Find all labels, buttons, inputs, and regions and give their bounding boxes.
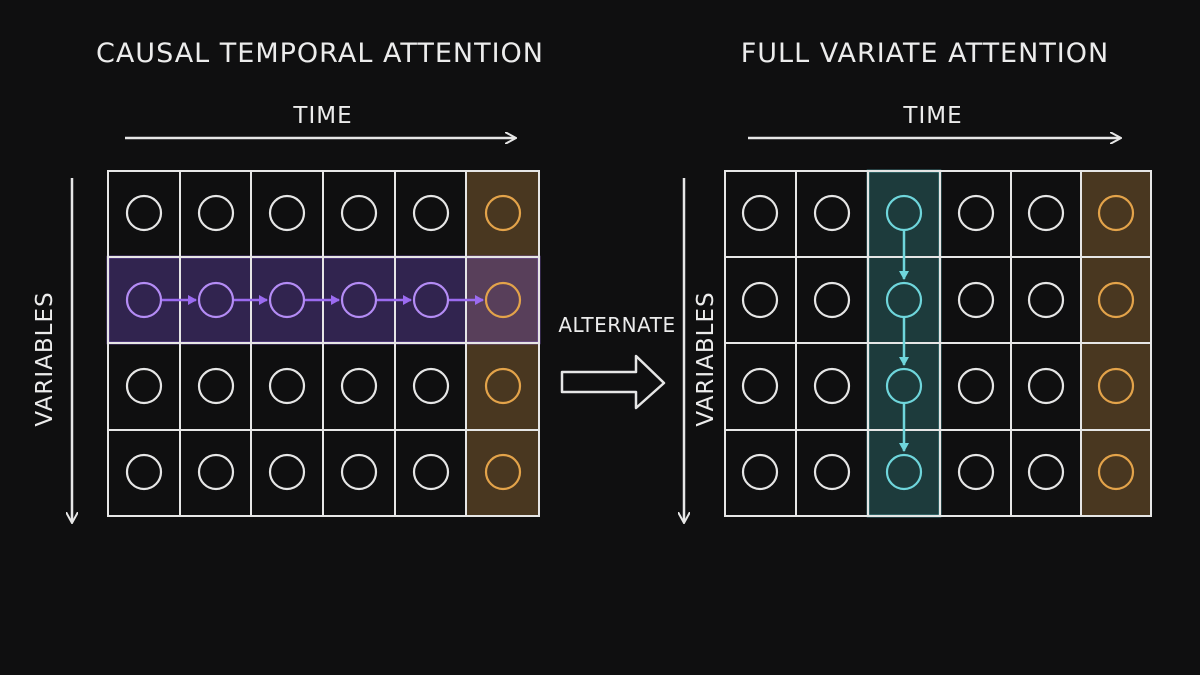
- right-panel-title: FULL VARIATE ATTENTION: [740, 38, 1110, 69]
- right-grid: [724, 170, 1152, 517]
- left-node-attended: [268, 281, 306, 319]
- right-node: [741, 367, 779, 405]
- right-node: [741, 453, 779, 491]
- left-node: [197, 453, 235, 491]
- right-node: [957, 281, 995, 319]
- right-time-label: TIME: [902, 103, 962, 129]
- left-node: [268, 367, 306, 405]
- left-variables-label: VARIABLES: [32, 291, 58, 426]
- left-node: [125, 194, 163, 232]
- right-node: [741, 281, 779, 319]
- right-node-current: [1097, 367, 1135, 405]
- left-node-attended: [197, 281, 235, 319]
- left-node: [412, 194, 450, 232]
- right-node-current: [1097, 453, 1135, 491]
- right-node: [957, 367, 995, 405]
- left-node: [125, 367, 163, 405]
- left-node: [268, 194, 306, 232]
- right-node-current: [1097, 281, 1135, 319]
- left-node: [197, 367, 235, 405]
- right-node-attended: [885, 453, 923, 491]
- right-node-attended: [885, 367, 923, 405]
- right-node: [1027, 367, 1065, 405]
- left-node-attended: [340, 281, 378, 319]
- left-node: [268, 453, 306, 491]
- right-node: [741, 194, 779, 232]
- left-grid: [107, 170, 540, 517]
- left-node: [412, 453, 450, 491]
- right-node-attended: [885, 281, 923, 319]
- left-time-label: TIME: [292, 103, 352, 129]
- left-node-current: [484, 281, 522, 319]
- right-node: [1027, 281, 1065, 319]
- left-node-current: [484, 453, 522, 491]
- right-node: [813, 194, 851, 232]
- right-node: [1027, 453, 1065, 491]
- alternate-block-arrow: [560, 354, 666, 410]
- left-node: [340, 453, 378, 491]
- right-node: [957, 453, 995, 491]
- right-node: [813, 367, 851, 405]
- left-node-current: [484, 367, 522, 405]
- right-node-current: [1097, 194, 1135, 232]
- left-node: [197, 194, 235, 232]
- right-node-attended: [885, 194, 923, 232]
- right-node: [813, 453, 851, 491]
- left-nodes: [125, 194, 522, 491]
- right-nodes: [741, 194, 1135, 491]
- right-node: [957, 194, 995, 232]
- alternate-label: ALTERNATE: [558, 313, 676, 337]
- left-node-attended: [125, 281, 163, 319]
- left-node-current: [484, 194, 522, 232]
- left-panel-title: CAUSAL TEMPORAL ATTENTION: [95, 38, 544, 69]
- left-node: [412, 367, 450, 405]
- left-node: [125, 453, 163, 491]
- left-node-attended: [412, 281, 450, 319]
- right-node: [1027, 194, 1065, 232]
- right-variables-label: VARIABLES: [693, 291, 719, 426]
- right-node: [813, 281, 851, 319]
- left-node: [340, 367, 378, 405]
- left-node: [340, 194, 378, 232]
